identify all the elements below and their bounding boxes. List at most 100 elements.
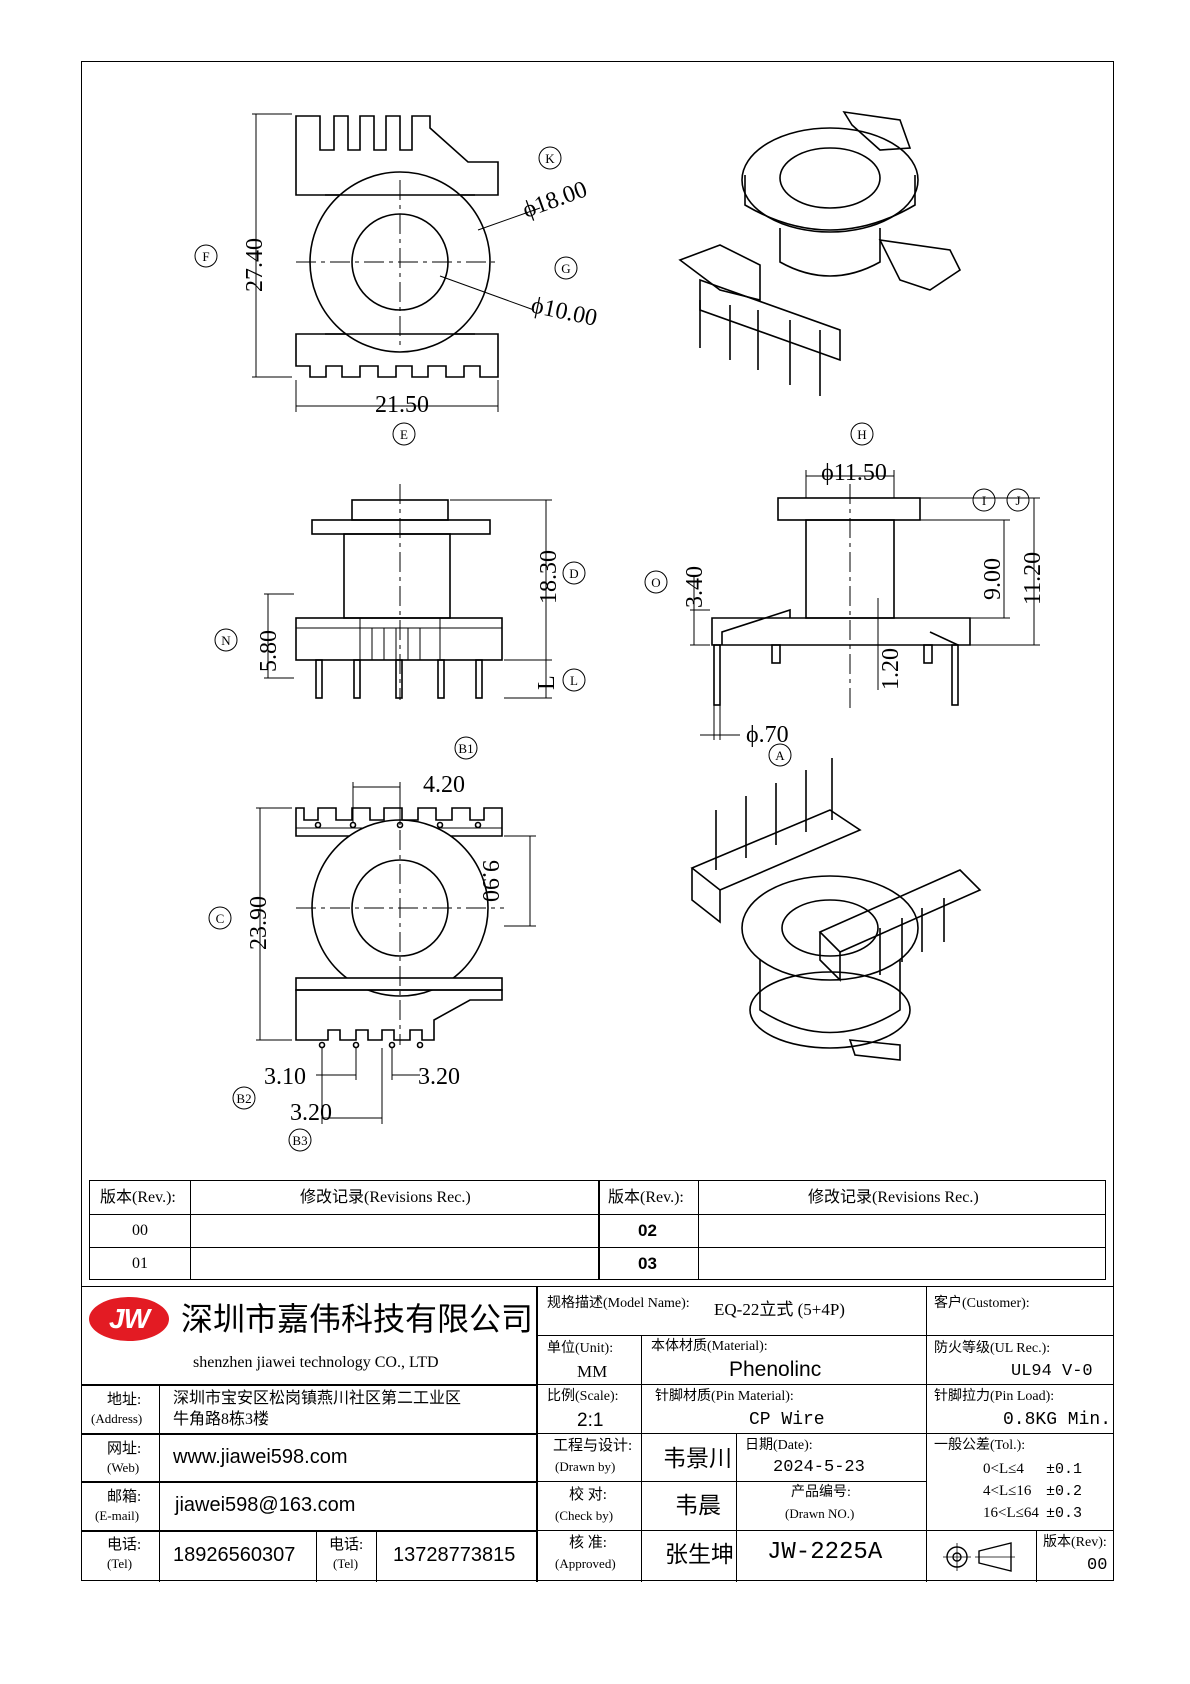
rev-header-right: 版本(Rev.): [608, 1189, 684, 1206]
address-label: 地址: [107, 1392, 142, 1408]
tol-value-1: ±0.1 [1046, 1461, 1083, 1478]
check-value: 韦晨 [675, 1493, 721, 1518]
rev-row-03: 03 [638, 1254, 657, 1273]
projection-symbol-icon [943, 1542, 1015, 1572]
dim-9-90: 9.90 [477, 860, 503, 902]
balloon-a: A [775, 748, 785, 763]
tel2-label: 电话: [329, 1537, 364, 1553]
dim-phi11-50: ϕ11.50 [821, 460, 887, 486]
ul-value: UL94 V-0 [1011, 1362, 1093, 1381]
title-block: JW 深圳市嘉伟科技有限公司 shenzhen jiawei technolog… [81, 1286, 1114, 1582]
drawn-value: 韦景川 [663, 1446, 732, 1471]
dim-1-20: 1.20 [878, 648, 904, 690]
company-name-en: shenzhen jiawei technology CO., LTD [193, 1354, 439, 1371]
balloon-b3: B3 [292, 1133, 307, 1148]
balloon-k: K [545, 151, 555, 166]
drawing-frame [81, 61, 1114, 1581]
web-link[interactable]: www.jiawei598.com [173, 1446, 348, 1468]
model-label: 规格描述(Model Name): [547, 1296, 690, 1311]
dim-3-40: 3.40 [682, 566, 708, 608]
dim-phi-70: ϕ.70 [746, 722, 789, 748]
check-label: 校 对: [569, 1487, 607, 1503]
email-link[interactable]: jiawei598@163.com [175, 1494, 356, 1516]
tol-range-1: 0<L≤4 [983, 1461, 1024, 1477]
rev-label: 版本(Rev): [1043, 1535, 1107, 1550]
tol-range-3: 16<L≤64 [983, 1505, 1039, 1521]
side-view-left [264, 484, 552, 700]
tol-range-2: 4<L≤16 [983, 1483, 1032, 1499]
balloon-e: E [400, 427, 408, 442]
tel-label-en: (Tel) [107, 1556, 133, 1571]
drawn-label-en: (Drawn by) [555, 1459, 616, 1474]
dim-9-00: 9.00 [980, 558, 1006, 600]
logo-text: JW [109, 1303, 150, 1334]
balloon-b1: B1 [458, 741, 473, 756]
material-label: 本体材质(Material): [651, 1339, 768, 1354]
balloon-j: J [1015, 493, 1020, 508]
web-label: 网址: [107, 1441, 142, 1457]
balloon-o: O [651, 575, 660, 590]
side-view-right [690, 470, 1040, 740]
address-line-2: 牛角路8栋3楼 [173, 1411, 270, 1428]
address-line-1: 深圳市宝安区松岗镇燕川社区第二工业区 [173, 1390, 462, 1407]
scale-value: 2:1 [577, 1410, 604, 1431]
dim-18-30: 18.30 [536, 550, 562, 604]
approved-label-en: (Approved) [555, 1556, 616, 1571]
balloon-h: H [857, 427, 866, 442]
rev-value: 00 [1087, 1556, 1108, 1575]
model-value: EQ-22立式 (5+4P) [714, 1300, 845, 1319]
tol-label: 一般公差(Tol.): [934, 1438, 1026, 1453]
drawing-no-label: 产品编号: [791, 1485, 851, 1500]
balloon-n: N [221, 633, 231, 648]
rev-row-01: 01 [132, 1255, 148, 1272]
dim-23-90: 23.90 [246, 896, 272, 950]
pin-material-value: CP Wire [749, 1410, 825, 1430]
pin-load-value: 0.8KG Min. [1003, 1410, 1112, 1430]
dim-5-80: 5.80 [256, 630, 282, 672]
pin-load-label: 针脚拉力(Pin Load): [934, 1389, 1055, 1404]
company-logo: JW [89, 1297, 169, 1341]
tel-label: 电话: [107, 1537, 142, 1553]
dim-3-20-bottom: 3.20 [290, 1100, 332, 1126]
approved-value: 张生坤 [665, 1542, 734, 1567]
balloon-f: F [202, 249, 209, 264]
pin-material-label: 针脚材质(Pin Material): [655, 1389, 794, 1404]
isometric-view-bottom [690, 758, 982, 1061]
tol-value-3: ±0.3 [1046, 1505, 1083, 1522]
ul-label: 防火等级(UL Rec.): [934, 1341, 1051, 1356]
revision-table: 版本(Rev.): 修改记录(Revisions Rec.) 版本(Rev.):… [89, 1180, 1106, 1280]
check-label-en: (Check by) [555, 1508, 614, 1523]
date-value: 2024-5-23 [773, 1458, 865, 1477]
drawing-no-label-en: (Drawn NO.) [785, 1506, 855, 1521]
company-name-cn: 深圳市嘉伟科技有限公司 [181, 1301, 534, 1337]
unit-value: MM [577, 1362, 608, 1381]
dim-3-20-right: 3.20 [418, 1064, 460, 1090]
dim-11-20: 11.20 [1020, 552, 1046, 605]
balloon-g: G [561, 261, 570, 276]
dim-3-10: 3.10 [264, 1064, 306, 1090]
approved-label: 核 准: [569, 1535, 607, 1551]
date-label: 日期(Date): [745, 1438, 813, 1453]
bottom-view [256, 782, 536, 1124]
address-label-en: (Address) [91, 1411, 143, 1426]
rec-header-left: 修改记录(Revisions Rec.) [300, 1189, 471, 1206]
tel-2: 13728773815 [393, 1544, 516, 1566]
email-label: 邮箱: [107, 1489, 142, 1505]
balloon-d: D [569, 566, 578, 581]
balloon-i: I [982, 493, 986, 508]
dim-27-40: 27.40 [242, 238, 268, 292]
rec-header-right: 修改记录(Revisions Rec.) [808, 1189, 979, 1206]
drawn-label: 工程与设计: [553, 1438, 633, 1454]
web-label-en: (Web) [107, 1460, 140, 1475]
customer-label: 客户(Customer): [934, 1296, 1030, 1311]
rev-row-02: 02 [638, 1221, 657, 1240]
balloon-c: C [216, 911, 225, 926]
balloon-l: L [570, 673, 578, 688]
scale-label: 比例(Scale): [547, 1389, 619, 1404]
unit-label: 单位(Unit): [547, 1341, 614, 1356]
drawing-number: JW-2225A [767, 1539, 883, 1566]
dim-4-20: 4.20 [423, 772, 465, 798]
material-value: Phenolinc [729, 1358, 822, 1381]
